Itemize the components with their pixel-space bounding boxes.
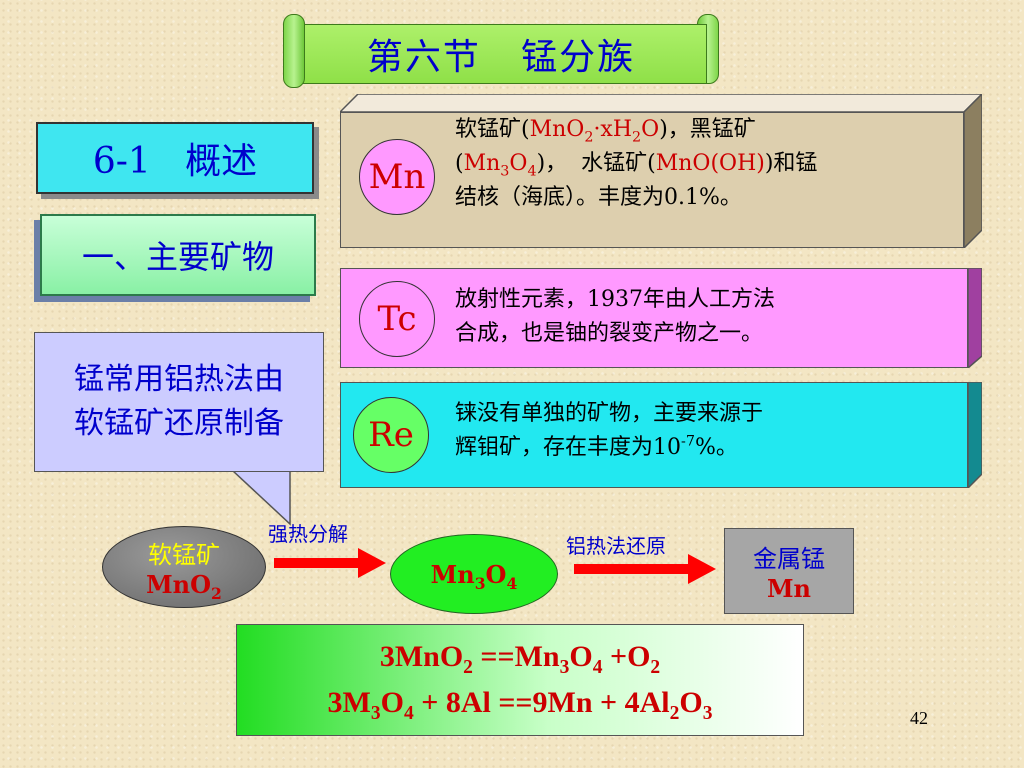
section-overview-label: 6-1 概述 xyxy=(92,141,258,182)
element-card-face: Tc 放射性元素，1937年由人工方法 合成，也是铀的裂变产物之一。 xyxy=(340,268,968,368)
arrow-step-1 xyxy=(274,548,386,578)
page-title: 第六节 锰分族 xyxy=(366,37,636,78)
title-banner: 第六节 锰分族 xyxy=(283,14,719,88)
element-symbol-badge: Re xyxy=(353,397,429,473)
ore-formula: MnO2 xyxy=(146,570,222,603)
card-3d-edge xyxy=(967,382,982,488)
element-card-face: Re 铼没有单独的矿物，主要来源于 辉钼矿，存在丰度为10-7%。 xyxy=(340,382,968,488)
card-3d-edge xyxy=(967,268,982,368)
description-line-3: 结核（海底）。丰度为0.1%。 xyxy=(455,185,742,210)
intermediate-formula: Mn3O4 xyxy=(430,559,518,593)
title-band: 第六节 锰分族 xyxy=(295,24,707,84)
callout-line-1: 锰常用铝热法由 xyxy=(74,362,284,397)
product-node: 金属锰 Mn xyxy=(724,528,854,614)
product-name: 金属锰 xyxy=(753,545,825,573)
element-card-re: Re 铼没有单独的矿物，主要来源于 辉钼矿，存在丰度为10-7%。 xyxy=(340,382,982,488)
element-card-face: Mn 软锰矿(MnO2·xH2O)，黑锰矿 (Mn3O4)， 水锰矿(MnO(O… xyxy=(340,112,964,248)
element-symbol: Re xyxy=(368,415,414,455)
step-1-label: 强热分解 xyxy=(268,522,348,546)
section-overview-box: 6-1 概述 xyxy=(36,122,314,194)
element-symbol: Tc xyxy=(377,299,417,339)
equation-1: 3MnO2 ==Mn3O4 +O2 xyxy=(379,640,661,678)
description-line-2: 辉钼矿，存在丰度为10-7%。 xyxy=(455,433,738,460)
equations-box: 3MnO2 ==Mn3O4 +O2 3M3O4 + 8Al ==9Mn + 4A… xyxy=(236,624,804,736)
description-line-2: (Mn3O4)， 水锰矿(MnO(OH))和锰 xyxy=(455,151,818,180)
description-line-1: 软锰矿(MnO2·xH2O)，黑锰矿 xyxy=(455,117,756,146)
intermediate-node: Mn3O4 xyxy=(390,534,558,614)
scroll-roll-left xyxy=(283,14,305,88)
product-symbol: Mn xyxy=(766,574,811,603)
equation-2: 3M3O4 + 8Al ==9Mn + 4Al2O3 xyxy=(327,686,713,724)
callout-line-2: 软锰矿还原制备 xyxy=(74,406,284,441)
minerals-heading: 一、主要矿物 xyxy=(81,238,274,276)
callout-text: 锰常用铝热法由 软锰矿还原制备 xyxy=(74,358,284,446)
description-line-1: 铼没有单独的矿物，主要来源于 xyxy=(455,401,764,426)
element-symbol-badge: Tc xyxy=(359,281,435,357)
ore-node: 软锰矿 MnO2 xyxy=(102,526,266,608)
element-description: 软锰矿(MnO2·xH2O)，黑锰矿 (Mn3O4)， 水锰矿(MnO(OH))… xyxy=(455,113,955,215)
step-2-label: 铝热法还原 xyxy=(566,534,666,558)
element-description: 铼没有单独的矿物，主要来源于 辉钼矿，存在丰度为10-7%。 xyxy=(455,397,955,465)
element-symbol-badge: Mn xyxy=(359,139,435,215)
element-description: 放射性元素，1937年由人工方法 合成，也是铀的裂变产物之一。 xyxy=(455,283,955,351)
element-card-mn: Mn 软锰矿(MnO2·xH2O)，黑锰矿 (Mn3O4)， 水锰矿(MnO(O… xyxy=(340,94,982,248)
ore-name: 软锰矿 xyxy=(148,541,220,569)
minerals-heading-box: 一、主要矿物 xyxy=(40,214,316,296)
element-symbol: Mn xyxy=(368,157,426,197)
page-number: 42 xyxy=(910,708,928,728)
element-card-tc: Tc 放射性元素，1937年由人工方法 合成，也是铀的裂变产物之一。 xyxy=(340,268,982,368)
description-line-1: 放射性元素，1937年由人工方法 xyxy=(455,287,775,312)
description-line-2: 合成，也是铀的裂变产物之一。 xyxy=(455,321,764,346)
callout-note: 锰常用铝热法由 软锰矿还原制备 xyxy=(34,332,324,472)
